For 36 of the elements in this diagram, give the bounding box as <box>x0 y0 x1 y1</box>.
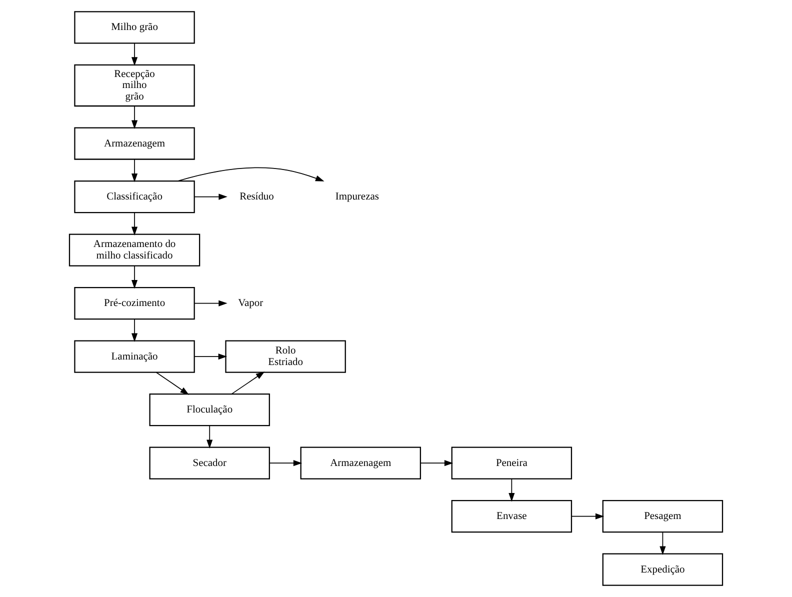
arrow <box>177 167 324 182</box>
arrow <box>194 354 228 360</box>
arrow <box>131 265 138 289</box>
arrow <box>206 425 213 448</box>
arrow <box>131 212 138 236</box>
node-box: Rolo Estriado <box>225 340 346 373</box>
arrow <box>571 513 604 520</box>
arrow <box>660 532 666 555</box>
arrow <box>131 106 138 129</box>
node-box: Envase <box>451 500 572 533</box>
arrow <box>194 300 228 306</box>
node-box: Milho grão <box>74 11 195 44</box>
arrow <box>131 42 138 66</box>
node-box: Laminação <box>74 340 195 373</box>
arrow <box>420 460 454 466</box>
node-box: Expedição <box>602 553 724 586</box>
node-box: Recepção milho grão <box>74 64 195 107</box>
node-box: Secador <box>149 446 270 480</box>
node-box: Armazenagem <box>300 446 422 480</box>
node-box: Armazenamento do milho classificado <box>68 234 200 266</box>
node-box: Classificação <box>74 180 195 214</box>
arrow <box>156 372 190 395</box>
node-text: Resíduo <box>240 192 274 202</box>
node-text: Vapor <box>238 298 264 310</box>
node-box: Armazenagem <box>74 127 195 160</box>
node-box: Floculação <box>149 394 270 426</box>
arrow <box>131 158 138 182</box>
node-text: Impurezas <box>335 192 379 202</box>
arrow <box>508 478 515 502</box>
arrow <box>231 372 265 394</box>
node-box: Pesagem <box>602 500 724 533</box>
arrow <box>269 460 302 466</box>
arrow <box>194 194 228 200</box>
arrow <box>131 318 138 342</box>
node-box: Pré-cozimento <box>74 287 195 320</box>
node-box: Peneira <box>451 446 572 480</box>
